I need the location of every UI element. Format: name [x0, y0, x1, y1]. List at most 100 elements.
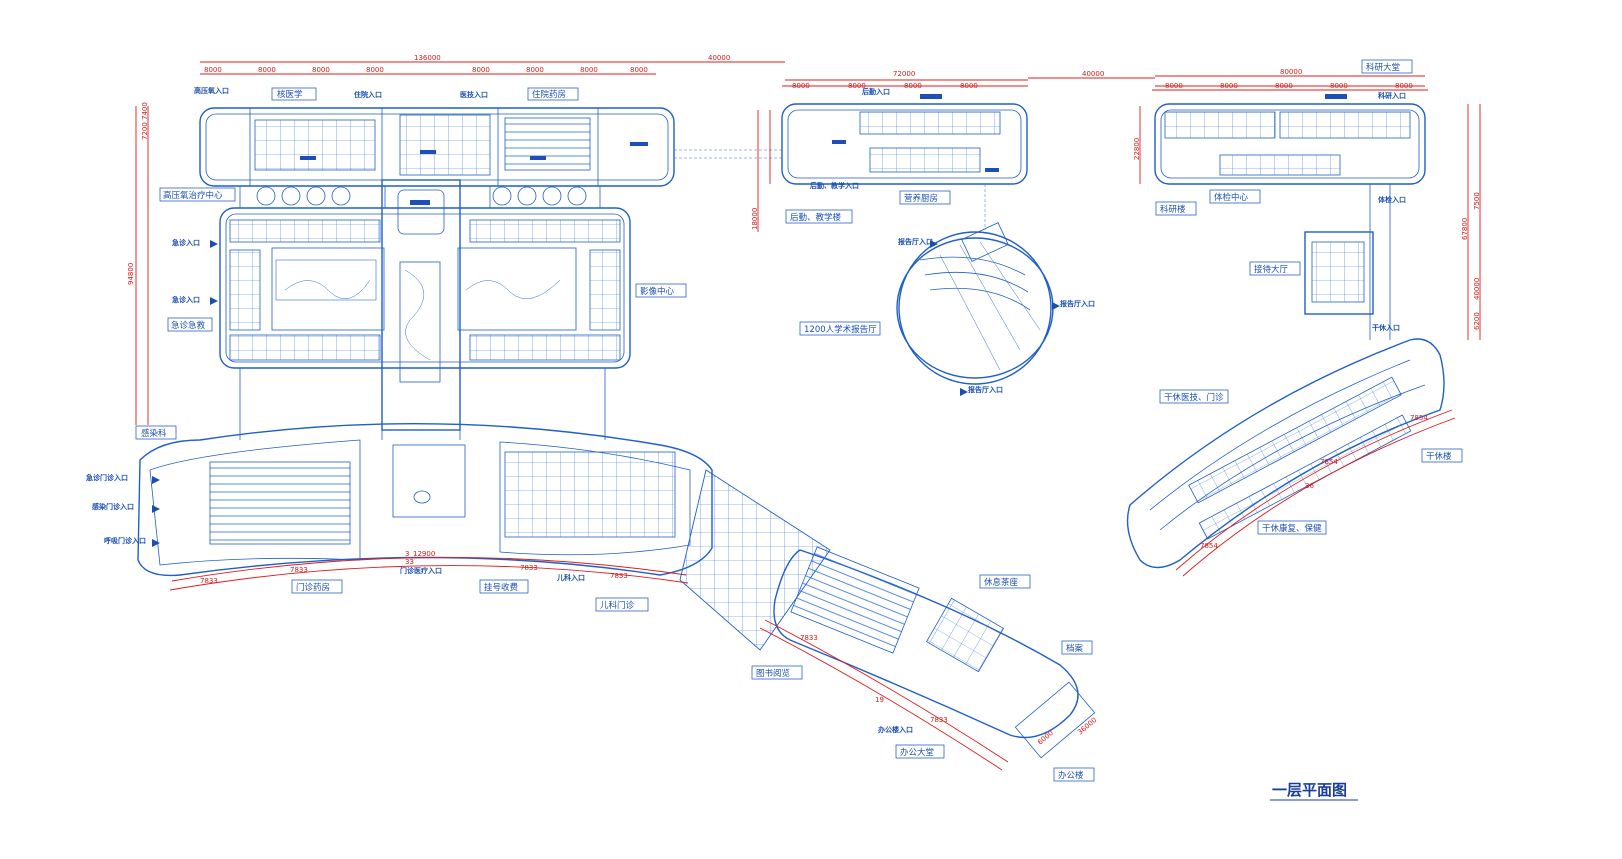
- entrance-arrows: [152, 240, 1060, 547]
- dim-bay-16: 8000: [1330, 82, 1348, 90]
- dim-arc-count-c: 36: [1305, 482, 1314, 490]
- dim-arc-out-4: 7833: [610, 572, 628, 580]
- svg-text:接待大厅: 接待大厅: [1254, 264, 1289, 275]
- svg-text:高压氧治疗中心: 高压氧治疗中心: [163, 190, 223, 201]
- drawing-title: 一层平面图: [1272, 781, 1347, 799]
- dim-bay-9: 8000: [792, 82, 810, 90]
- arrow-icon: [152, 476, 160, 484]
- arrow-icon: [210, 297, 218, 305]
- tag-office-lobby: 办公大堂: [895, 744, 945, 759]
- dim-bay-8: 8000: [630, 66, 648, 74]
- entrance-office: 办公楼入口: [878, 725, 913, 734]
- entrance-outpatient-main: 门诊医疗入口: [400, 566, 442, 575]
- entrance-inpatient: 住院入口: [354, 90, 382, 99]
- dim-logistics-total: 72000: [893, 70, 915, 78]
- svg-text:体检中心: 体检中心: [1214, 192, 1249, 203]
- tag-reception: 接待大厅: [1249, 261, 1301, 276]
- dim-arc-cadre-3: 7854: [1410, 414, 1428, 422]
- auditorium-ellipse: [896, 222, 1054, 385]
- entrance-hyperbaric: 高压氧入口: [194, 86, 229, 95]
- dim-arc-cadre-2: 7854: [1320, 458, 1338, 466]
- dim-row-74: 7400: [141, 102, 149, 120]
- dim-bay-4: 8000: [366, 66, 384, 74]
- dim-arc-out-6: 7833: [930, 716, 948, 724]
- tag-hyperbaric: 高压氧治疗中心: [159, 187, 236, 202]
- entrance-hall-2: 报告厅入口: [1060, 299, 1095, 308]
- dimension-lines: [135, 61, 1481, 425]
- svg-text:图书阅览: 图书阅览: [756, 668, 790, 679]
- entrance-pediatrics: 儿科入口: [556, 573, 585, 582]
- dim-arc-cadre-1: 7854: [1200, 542, 1218, 550]
- dim-bay-10: 8000: [848, 82, 866, 90]
- svg-text:挂号收费: 挂号收费: [484, 582, 519, 593]
- entrance-hall-3: 报告厅入口: [968, 385, 1003, 394]
- dim-logistics-depth: 18000: [751, 208, 759, 230]
- tag-pediatrics: 儿科门诊: [595, 597, 649, 612]
- dim-bay-3: 8000: [312, 66, 330, 74]
- tag-auditorium: 1200人学术报告厅: [799, 321, 881, 336]
- connector-corridor: [674, 149, 782, 159]
- entrance-cadre: 干休入口: [1372, 323, 1400, 332]
- dim-center-span: 12900: [413, 550, 435, 558]
- dim-hospital-total: 136000: [414, 54, 441, 62]
- tag-imaging: 影像中心: [635, 283, 687, 298]
- svg-text:急诊急救: 急诊急救: [171, 320, 206, 331]
- dim-research-total: 80000: [1280, 68, 1302, 76]
- tag-cadre-clinic: 干休医技、门诊: [1159, 389, 1229, 404]
- glazed-link-grid: [679, 469, 831, 651]
- svg-text:休息茶座: 休息茶座: [984, 577, 1019, 588]
- dim-office-bay: 6000: [1036, 729, 1055, 747]
- dim-bay-2: 8000: [258, 66, 276, 74]
- office-curved-block: [759, 546, 1096, 771]
- svg-text:科研楼: 科研楼: [1160, 204, 1186, 215]
- dim-bay-11: 8000: [904, 82, 922, 90]
- tag-office-building: 办公楼: [1053, 767, 1095, 782]
- svg-text:干休医技、门诊: 干休医技、门诊: [1164, 392, 1224, 403]
- entrance-labels: 高压氧入口 住院入口 医技入口 急诊入口 急诊入口 后勤、教学入口 后勤入口 报…: [86, 86, 1406, 734]
- dim-research-depth: 67800: [1461, 218, 1469, 240]
- entrance-outpatient-a: 急诊门诊入口: [86, 473, 128, 482]
- arrow-icon: [960, 388, 968, 396]
- dim-gap-left: 40000: [708, 54, 730, 62]
- arrow-icon: [930, 240, 938, 248]
- tag-cadre-rehab: 干休康复、保健: [1257, 520, 1327, 535]
- entrance-emergency-1: 急诊入口: [172, 238, 200, 247]
- entrance-physical: 体检入口: [1378, 195, 1406, 204]
- arrow-icon: [210, 240, 218, 248]
- entrance-research-top: 科研入口: [1378, 91, 1406, 100]
- entrance-emergency-2: 急诊入口: [172, 295, 200, 304]
- tag-logistics: 后勤、教学楼: [785, 209, 853, 224]
- tag-library: 图书阅览: [751, 665, 803, 680]
- tag-nuclear: 核医学: [271, 87, 317, 101]
- dim-bay-7: 8000: [580, 66, 598, 74]
- dim-cadre-depth: 22800: [1133, 138, 1141, 160]
- round-units-row: [239, 185, 601, 209]
- dim-center-seg: 3: [405, 550, 409, 558]
- svg-text:办公楼: 办公楼: [1058, 770, 1084, 781]
- room-tags: 核医学 住院药房 高压氧治疗中心 急诊急救 影像中心 感染科 门诊药房 挂号收费…: [135, 59, 1463, 782]
- dim-big-40000: 40000: [1473, 278, 1481, 300]
- svg-text:办公大堂: 办公大堂: [900, 747, 934, 758]
- svg-text:感染科: 感染科: [141, 428, 167, 439]
- dim-bay-14: 8000: [1220, 82, 1238, 90]
- dim-arc-count-a: 33: [405, 558, 414, 566]
- dim-arc-out-2: 7833: [290, 566, 308, 574]
- entrance-logistics-teach: 后勤、教学入口: [810, 181, 859, 190]
- dim-bay-6: 8000: [526, 66, 544, 74]
- dim-row-75: 7500: [1473, 192, 1481, 210]
- tag-cadre-building: 干休楼: [1421, 448, 1463, 463]
- central-spine: [239, 179, 606, 440]
- logistics-teaching-block: [781, 94, 1028, 230]
- dim-bay-13: 8000: [1165, 82, 1183, 90]
- inpatient-north-block: [199, 107, 675, 187]
- svg-text:后勤、教学楼: 后勤、教学楼: [790, 212, 842, 223]
- svg-text:门诊药房: 门诊药房: [296, 582, 330, 593]
- svg-text:儿科门诊: 儿科门诊: [600, 600, 635, 611]
- tag-inpatient-pharmacy: 住院药房: [527, 87, 579, 101]
- tag-research-lobby: 科研大堂: [1361, 59, 1413, 74]
- svg-text:1200人学术报告厅: 1200人学术报告厅: [804, 324, 877, 335]
- tag-emergency: 急诊急救: [167, 317, 213, 332]
- medical-center-block: [219, 207, 631, 369]
